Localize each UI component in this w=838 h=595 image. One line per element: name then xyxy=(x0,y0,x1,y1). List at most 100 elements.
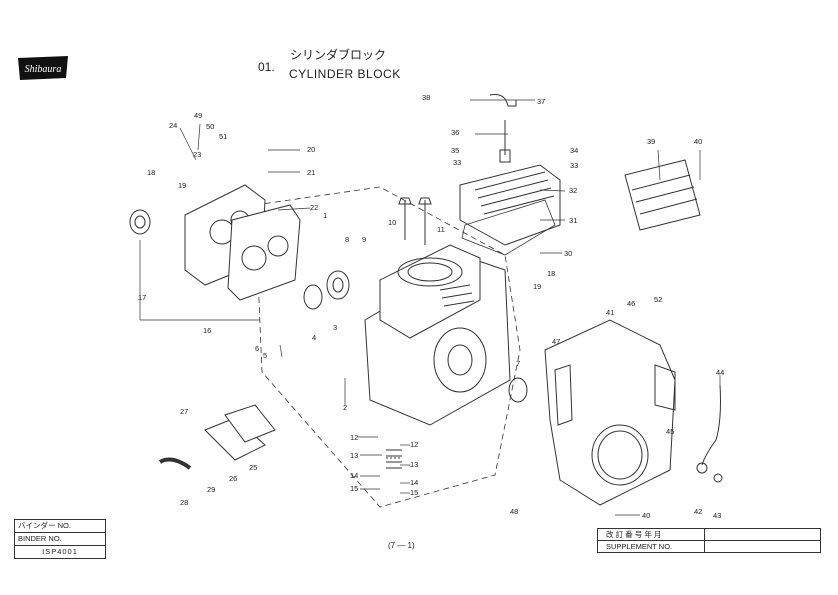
shibaura-logo: Shibaura xyxy=(18,56,68,80)
callout-5: 5 xyxy=(263,351,267,360)
supplement-box: 改 訂 番 号 年 月 SUPPLEMENT NO. xyxy=(597,528,821,553)
valve-10 xyxy=(398,197,412,240)
valve-11 xyxy=(418,197,432,245)
callout-15-1: 15 xyxy=(410,488,418,497)
supplement-value-2 xyxy=(705,541,820,552)
callout-35: 35 xyxy=(451,146,459,155)
callout-30: 30 xyxy=(564,249,572,258)
oil-seal-right xyxy=(508,377,528,403)
page-title-jp: シリンダブロック xyxy=(290,48,387,62)
callout-37: 37 xyxy=(537,97,545,106)
bearing-4 xyxy=(303,284,323,310)
tappet-cover xyxy=(204,417,266,461)
bearing-3 xyxy=(326,270,350,300)
callout-17: 17 xyxy=(138,293,146,302)
page-number: (7 — 1) xyxy=(388,541,415,550)
callout-14: 14 xyxy=(350,471,358,480)
binder-label-en: BINDER NO. xyxy=(15,533,105,546)
callout-34: 34 xyxy=(570,146,578,155)
valve-spring-13 xyxy=(386,449,402,469)
callout-39: 39 xyxy=(647,137,655,146)
section-number: 01. xyxy=(258,60,275,74)
label-plate-45 xyxy=(654,364,676,411)
stop-wire xyxy=(701,384,721,466)
callout-31: 31 xyxy=(569,216,577,225)
callout-14-1: 14 xyxy=(410,478,418,487)
breather-tube xyxy=(158,457,192,470)
cylinder-bore xyxy=(397,257,463,287)
callout-10: 10 xyxy=(388,218,396,227)
callout-2: 2 xyxy=(343,403,347,412)
logo-text: Shibaura xyxy=(25,64,62,75)
callout-8: 8 xyxy=(345,235,349,244)
binder-box: バインダー NO. BINDER NO. ISP4001 xyxy=(14,519,106,559)
oil-seal-left xyxy=(129,209,151,235)
callout-40: 40 xyxy=(694,137,702,146)
callout-40-1: 40 xyxy=(642,511,650,520)
callout-23: 23 xyxy=(193,150,201,159)
cylinder-head xyxy=(459,164,561,246)
callout-45: 45 xyxy=(666,427,674,436)
tappet-gasket xyxy=(224,404,276,443)
callout-11: 11 xyxy=(437,225,445,234)
blower-housing xyxy=(544,319,676,506)
bracket-47 xyxy=(554,364,573,426)
callout-25: 25 xyxy=(249,463,257,472)
callout-22: 22 xyxy=(310,203,318,212)
page-title: CYLINDER BLOCK xyxy=(289,67,401,81)
stop-switch xyxy=(696,462,708,474)
callout-47: 47 xyxy=(552,337,560,346)
callout-48: 48 xyxy=(510,507,518,516)
callout-32: 32 xyxy=(569,186,577,195)
crankcase-gasket xyxy=(227,204,301,301)
cylinder-bore-housing xyxy=(379,244,481,339)
crankcase-opening xyxy=(433,327,487,393)
supplement-value-1 xyxy=(705,529,820,540)
callout-1: 1 xyxy=(323,211,327,220)
callout-19-1: 19 xyxy=(533,282,541,291)
callout-7: 7 xyxy=(516,359,520,368)
callout-19: 19 xyxy=(178,181,186,190)
callout-20: 20 xyxy=(307,145,315,154)
callout-52: 52 xyxy=(654,295,662,304)
callout-12-1: 12 xyxy=(410,440,418,449)
supplement-label-jp: 改 訂 番 号 年 月 xyxy=(598,529,705,540)
callout-28: 28 xyxy=(180,498,188,507)
callout-21: 21 xyxy=(307,168,315,177)
callout-12: 12 xyxy=(350,433,358,442)
callout-49: 49 xyxy=(194,111,202,120)
callout-27: 27 xyxy=(180,407,188,416)
callout-43: 43 xyxy=(713,511,721,520)
elbow-37 xyxy=(489,94,517,107)
spark-plug xyxy=(499,120,511,163)
supplement-label-en: SUPPLEMENT NO. xyxy=(598,541,705,552)
binder-value: ISP4001 xyxy=(42,547,78,556)
callout-16: 16 xyxy=(203,326,211,335)
fan-opening xyxy=(591,424,649,486)
callout-38: 38 xyxy=(422,93,430,102)
callout-33: 33 xyxy=(453,158,461,167)
callout-50: 50 xyxy=(206,122,214,131)
callout-36: 36 xyxy=(451,128,459,137)
callout-33-1: 33 xyxy=(570,161,578,170)
callout-46: 46 xyxy=(627,299,635,308)
head-gasket xyxy=(461,199,556,256)
callout-18: 18 xyxy=(147,168,155,177)
callout-3: 3 xyxy=(333,323,337,332)
callout-29: 29 xyxy=(207,485,215,494)
callout-15: 15 xyxy=(350,484,358,493)
callout-18-1: 18 xyxy=(547,269,555,278)
binder-label-jp: バインダー NO. xyxy=(15,520,105,533)
callout-4: 4 xyxy=(312,333,316,342)
callout-42: 42 xyxy=(694,507,702,516)
callout-24: 24 xyxy=(169,121,177,130)
callout-9: 9 xyxy=(362,235,366,244)
callout-51: 51 xyxy=(219,132,227,141)
callout-41: 41 xyxy=(606,308,614,317)
callout-13: 13 xyxy=(350,451,358,460)
callout-13-1: 13 xyxy=(410,460,418,469)
callout-26: 26 xyxy=(229,474,237,483)
callout-44: 44 xyxy=(716,368,724,377)
